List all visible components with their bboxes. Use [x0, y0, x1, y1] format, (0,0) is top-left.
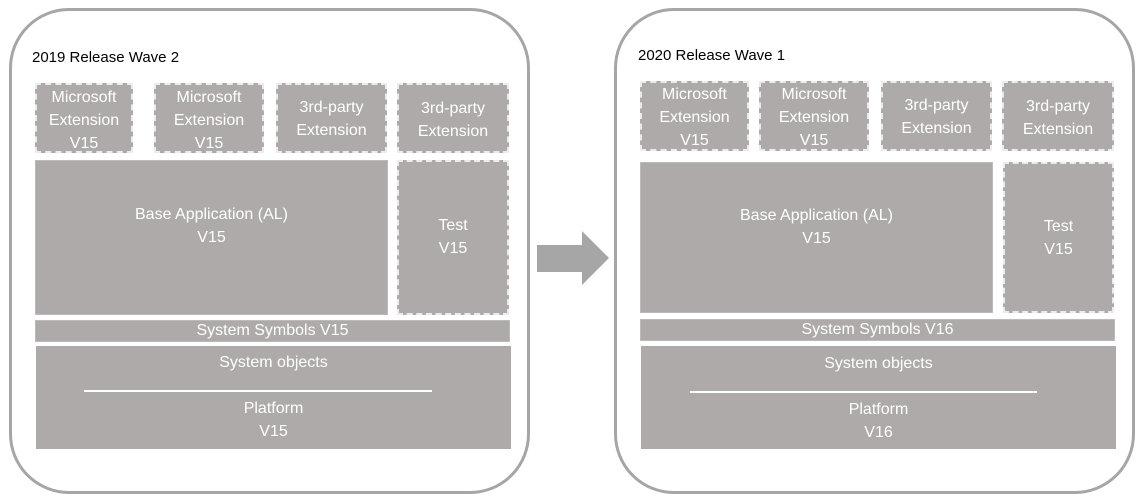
right-microsoft-extension-1: Microsoft Extension V15	[640, 81, 749, 151]
left-third-party-extension-2: 3rd-party Extension	[397, 83, 509, 153]
right-test: Test V15	[1003, 162, 1114, 313]
left-third-party-extension-1: 3rd-party Extension	[276, 83, 387, 153]
left-platform-divider	[84, 390, 432, 392]
right-base-application: Base Application (AL) V15	[640, 162, 993, 313]
right-panel-title: 2020 Release Wave 1	[638, 47, 786, 64]
left-microsoft-extension-2: Microsoft Extension V15	[154, 83, 264, 153]
right-third-party-extension-1: 3rd-party Extension	[881, 81, 992, 151]
right-microsoft-extension-2: Microsoft Extension V15	[759, 81, 869, 151]
right-system-platform: System objects Platform V16	[641, 346, 1116, 449]
left-system-symbols: System Symbols V15	[35, 320, 510, 342]
left-test: Test V15	[397, 160, 509, 315]
left-base-application: Base Application (AL) V15	[35, 160, 388, 315]
left-system-platform: System objects Platform V15	[36, 346, 511, 449]
right-platform-divider	[690, 391, 1037, 393]
left-panel-title: 2019 Release Wave 2	[32, 49, 180, 66]
left-microsoft-extension-1: Microsoft Extension V15	[35, 83, 133, 153]
right-system-symbols: System Symbols V16	[640, 319, 1115, 341]
right-third-party-extension-2: 3rd-party Extension	[1002, 81, 1114, 151]
right-arrow-icon	[537, 231, 609, 285]
